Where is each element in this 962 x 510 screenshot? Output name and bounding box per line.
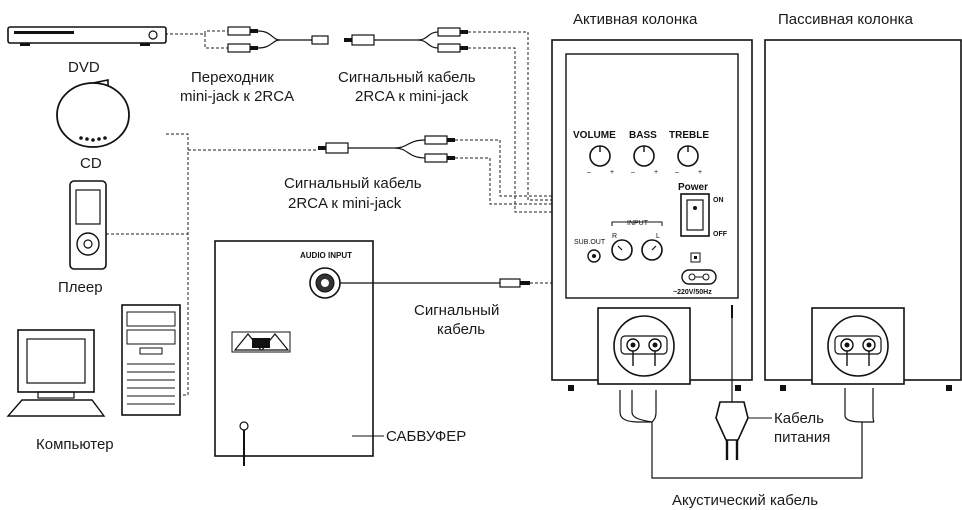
signal-cable-top-label-1: Сигнальный кабель [338,69,476,86]
power-cable-icon [715,305,772,460]
bass-plus: + [654,169,658,176]
cd-player-icon [56,79,130,148]
volume-label: VOLUME [573,130,616,141]
adapter-label-2: mini-jack к 2RCA [180,88,294,105]
signal-cable-top-icon [344,27,468,53]
signal-cable-mid-icon [318,135,455,163]
signal-cable-top-label-2: 2RCA к mini-jack [355,88,469,105]
treble-label: TREBLE [669,130,709,141]
power-cable-label-2: питания [774,429,830,446]
signal-cable-sub-label-1: Сигнальный [414,302,499,319]
passive-speaker-box [764,39,962,391]
computer-label: Компьютер [36,436,114,453]
treble-plus: + [698,169,702,176]
signal-cable-mid-label-2: 2RCA к mini-jack [288,195,402,212]
active-speaker-label: Активная колонка [573,11,698,28]
input-r-label: R [612,233,617,240]
volume-plus: + [610,169,614,176]
on-label: ON [713,197,724,204]
signal-cable-mid-label-1: Сигнальный кабель [284,175,422,192]
acoustic-cable-label: Акустический кабель [672,492,818,509]
computer-icon [6,304,181,417]
input-l-label: L [656,233,660,240]
subwoofer-label: САБВУФЕР [386,428,466,445]
power-label: Power [678,182,708,193]
passive-speaker-label: Пассивная колонка [778,11,914,28]
acoustic-cable-icon [619,388,875,479]
off-label: OFF [713,231,728,238]
input-label: INPUT [627,220,649,227]
signal-cable-sub-label-2: кабель [437,321,485,338]
dvd-label: DVD [68,59,100,76]
bass-minus: – [631,169,635,176]
bass-label: BASS [629,130,657,141]
cd-label: CD [80,155,102,172]
active-speaker-box [551,39,753,391]
mains-label: ~220V/50Hz [673,289,712,296]
adapter-label-1: Переходник [191,69,274,86]
power-cable-label-1: Кабель [774,410,824,427]
sub-out-label: SUB.OUT [574,239,606,246]
adapter-cable-icon [227,26,329,53]
treble-minus: – [675,169,679,176]
subwoofer-box [214,240,374,466]
audio-input-label: AUDIO INPUT [300,251,352,260]
media-player-icon [69,180,107,270]
dvd-player-icon [7,26,167,46]
volume-minus: – [587,169,591,176]
player-label: Плеер [58,279,103,296]
